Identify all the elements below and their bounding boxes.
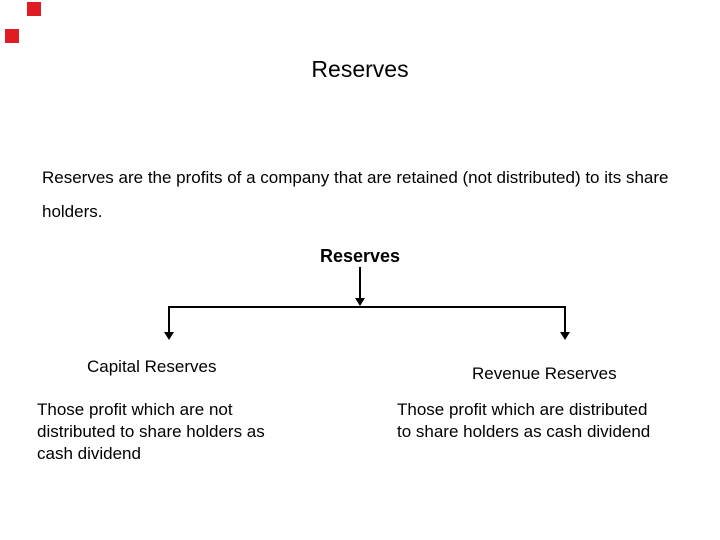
red-square-icon xyxy=(5,29,19,43)
branch-connector-line xyxy=(168,306,566,308)
branch-description-capital: Those profit which are not distributed t… xyxy=(37,399,265,465)
right-down-arrow-line xyxy=(564,306,566,332)
description-line: to share holders as cash dividend xyxy=(397,422,651,441)
body-text-line: holders. xyxy=(42,202,103,221)
slide-title: Reserves xyxy=(311,56,409,82)
down-arrowhead-icon xyxy=(355,298,365,306)
branch-description-revenue: Those profit which are distributed to sh… xyxy=(397,399,650,443)
description-line: Those profit which are distributed xyxy=(397,400,648,419)
branch-label-revenue-reserves: Revenue Reserves xyxy=(472,364,617,383)
left-down-arrow-line xyxy=(168,306,170,332)
description-line: Those profit which are not xyxy=(37,400,233,419)
description-line: distributed to share holders as xyxy=(37,422,265,441)
down-arrowhead-icon xyxy=(164,332,174,340)
red-square-icon xyxy=(27,2,41,16)
description-line: cash dividend xyxy=(37,444,141,463)
center-down-arrow-line xyxy=(359,267,361,298)
diagram-root-label: Reserves xyxy=(319,246,401,266)
branch-label-capital-reserves: Capital Reserves xyxy=(87,357,217,376)
body-text-line: Reserves are the profits of a company th… xyxy=(42,168,669,187)
down-arrowhead-icon xyxy=(560,332,570,340)
